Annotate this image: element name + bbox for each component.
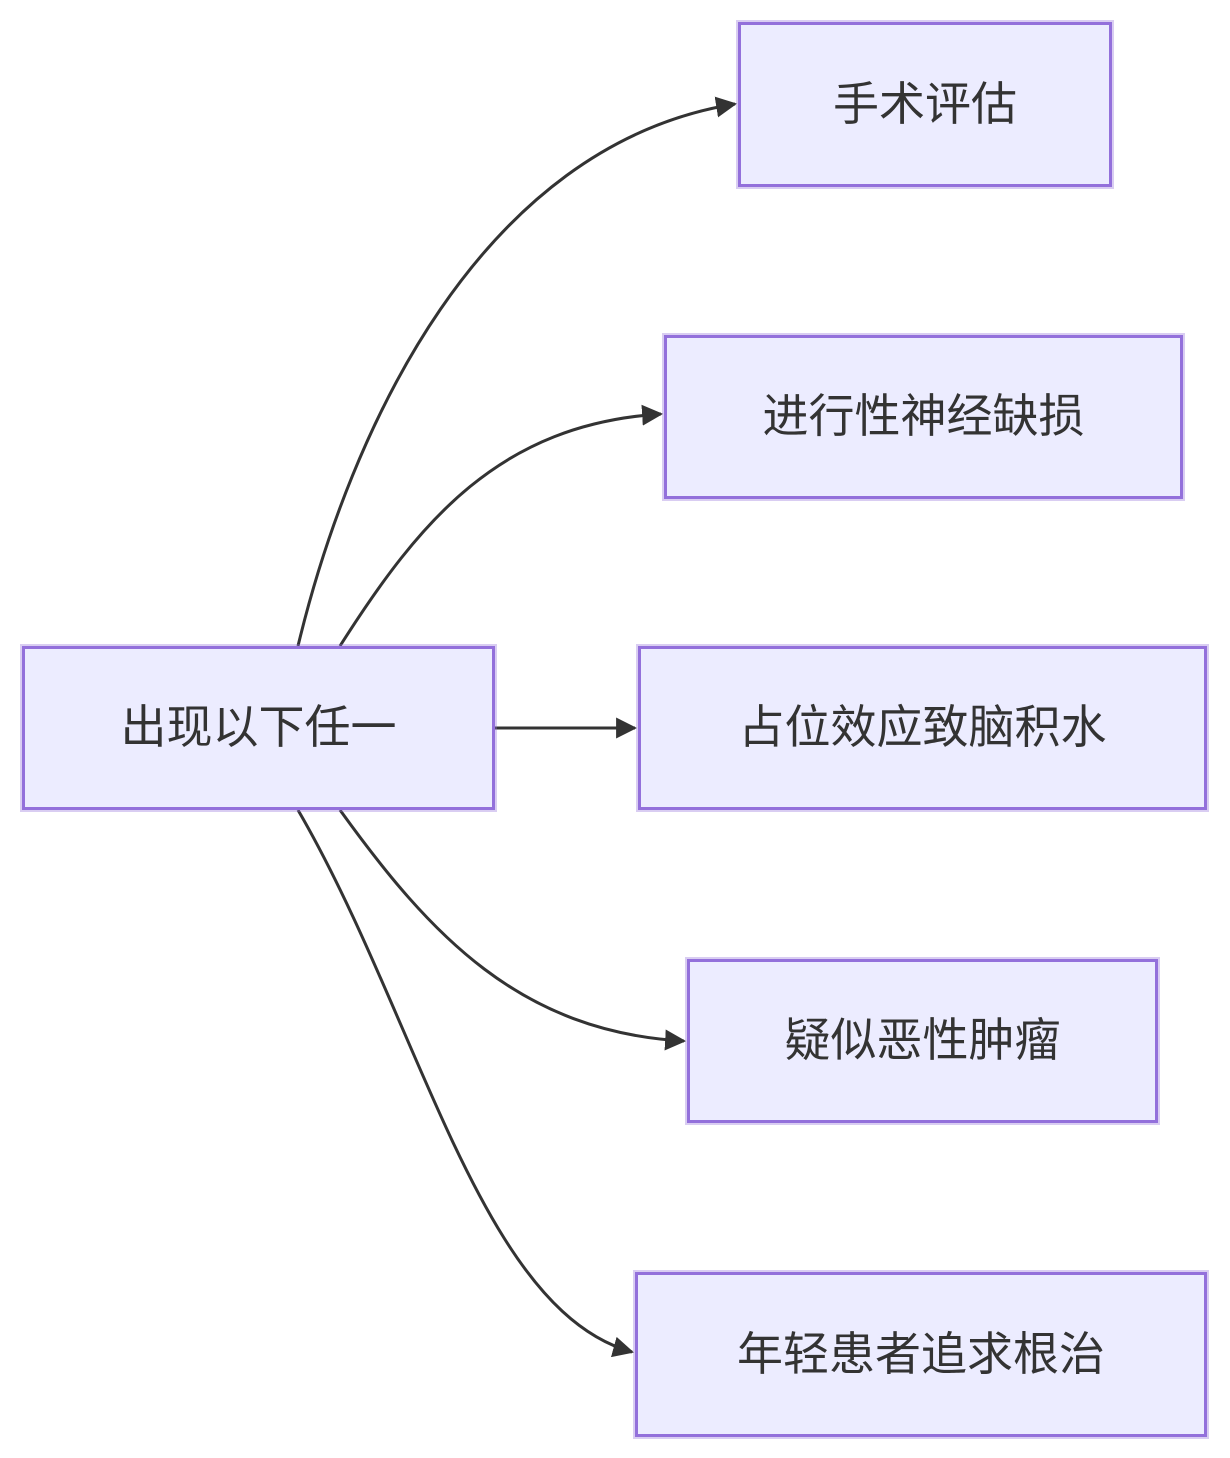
edge-source-to-suspected-malignancy [338, 809, 687, 1051]
node-progressive-neuro-deficit: 进行性神经缺损 [664, 335, 1183, 499]
edge-source-to-young-patient-cure [296, 809, 635, 1358]
edge-source-to-progressive-neuro-deficit [338, 404, 664, 647]
node-young-patient-cure: 年轻患者追求根治 [635, 1272, 1207, 1437]
node-mass-effect-hydrocephalus: 占位效应致脑积水 [638, 646, 1207, 810]
node-suspected-malignancy: 疑似恶性肿瘤 [687, 959, 1158, 1123]
node-label: 进行性神经缺损 [762, 390, 1085, 443]
node-label: 年轻患者追求根治 [737, 1327, 1105, 1380]
node-source-any-of-following: 出现以下任一 [22, 646, 495, 810]
edge-source-to-surgical-evaluation [296, 96, 738, 647]
node-surgical-evaluation: 手术评估 [738, 22, 1112, 187]
node-label: 疑似恶性肿瘤 [784, 1014, 1061, 1067]
node-label: 占位效应致脑积水 [738, 701, 1107, 754]
node-label: 手术评估 [833, 77, 1017, 130]
node-label: 出现以下任一 [120, 701, 397, 754]
